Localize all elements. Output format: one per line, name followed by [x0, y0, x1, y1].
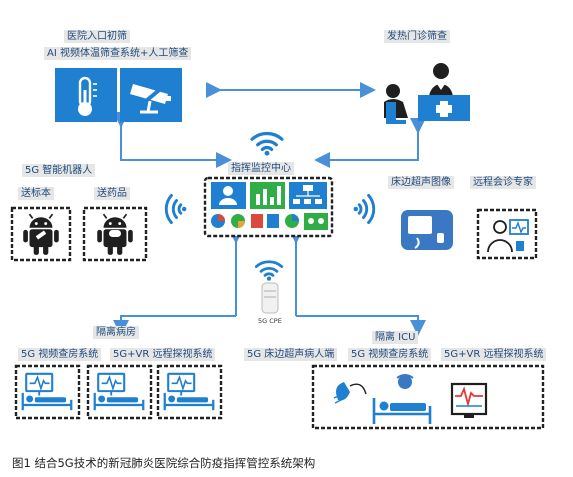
fever-clinic-label: 发热门诊筛查 [384, 30, 450, 43]
wifi-icon [352, 193, 376, 225]
wifi-icon [254, 260, 284, 281]
isolation-icu-label: 隔离 ICU [372, 331, 419, 344]
icu-ultrasound-label: 5G 床边超声病人端 [244, 348, 338, 361]
cpe-label: 5G CPE [258, 317, 282, 325]
entrance-subtitle-label: AI 视频体温筛查系统+人工筛查 [44, 47, 192, 60]
surveillance-camera-icon [126, 74, 178, 118]
wifi-icon [164, 193, 188, 225]
isolation-ward-group [14, 364, 223, 420]
robot-medicine-box [82, 206, 148, 262]
remote-doctor-icon [487, 219, 529, 253]
ultrasound-image-label: 床边超声图像 [388, 176, 454, 189]
icu-patient-bed-icon [372, 374, 432, 424]
ultrasound-device-icon [401, 210, 453, 250]
robot-sample-box [10, 206, 72, 262]
icu-vr-label: 5G+VR 远程探视系统 [441, 348, 547, 361]
robot-medicine-label: 送药品 [94, 187, 130, 200]
isolation-ward-label: 隔离病房 [93, 326, 139, 339]
robot-label: 5G 智能机器人 [22, 164, 96, 177]
isolation-icu-group [311, 364, 545, 430]
ward-video-label: 5G 视频查房系统 [18, 348, 102, 361]
remote-expert-label: 远程会诊专家 [470, 176, 536, 189]
entrance-screening-icons [55, 68, 182, 122]
thermometer-icon [78, 76, 97, 116]
doctor-consultation-icon [384, 63, 470, 124]
robot-sample-label: 送标本 [18, 187, 54, 200]
connection-arrows [113, 82, 426, 336]
figure-caption: 图1 结合5G技术的新冠肺炎医院综合防疫指挥管控系统架构 [12, 456, 316, 470]
wifi-icon [250, 131, 284, 156]
icu-video-label: 5G 视频查房系统 [348, 348, 432, 361]
command-center-label: 指挥监控中心 [228, 162, 294, 175]
dashboard-screen-icon [203, 176, 334, 238]
ultrasound-probe-icon [333, 382, 367, 404]
vital-signs-monitor-icon [450, 382, 488, 418]
remote-expert-box [476, 208, 538, 260]
cpe-router-icon [261, 282, 279, 314]
entrance-title-label: 医院入口初筛 [64, 30, 130, 43]
ward-vr-label: 5G+VR 远程探视系统 [110, 348, 216, 361]
